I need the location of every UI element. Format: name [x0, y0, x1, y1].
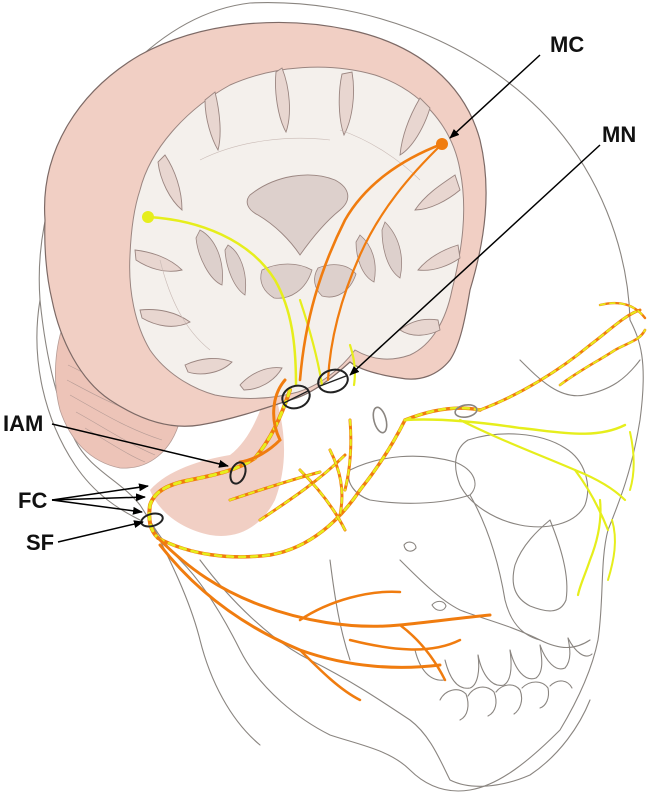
sensory-branch-face-3 — [573, 468, 610, 532]
mixed-branch-forehead-3-dash — [599, 302, 646, 319]
nerve-loop — [238, 378, 287, 464]
branch-mid-1-dash — [229, 471, 321, 501]
cranium-outline — [38, 2, 644, 792]
motor-tract — [298, 142, 444, 382]
occipital-contour — [36, 299, 141, 521]
leader-sf — [57, 520, 144, 543]
brainstem — [150, 380, 285, 536]
maxilla-lower — [399, 559, 591, 649]
label-leaders — [51, 54, 601, 543]
label-mn: MN — [602, 122, 636, 147]
sensory-branch-face-2 — [458, 418, 627, 502]
branch-upper-4-dash — [344, 419, 352, 491]
sensory-branch-face-1 — [403, 418, 627, 435]
motor-cortex-dot — [436, 138, 448, 150]
orbit-outline — [455, 433, 589, 528]
motor-branch-lower-6 — [398, 623, 447, 682]
motor-branch-lower-1 — [156, 536, 492, 628]
sensory-branch-face-4 — [576, 498, 602, 597]
maxilla-contour — [469, 494, 541, 641]
motor-tract-2 — [326, 142, 444, 382]
leader-fc-2 — [51, 493, 146, 502]
label-sf: SF — [26, 530, 54, 555]
mixed-branch-forehead-2-dash — [559, 329, 646, 386]
mandible-ramus — [329, 559, 351, 661]
cortical-gyri — [134, 67, 461, 391]
small-grey-rings — [372, 403, 478, 434]
mixed-branch-anterior-dash — [156, 406, 482, 559]
motor-branch-lower-5 — [298, 590, 402, 622]
label-iam: IAM — [3, 411, 43, 436]
sensory-origin-dot — [142, 211, 154, 223]
brain — [43, 21, 487, 536]
sf-ring — [140, 512, 164, 528]
sensory-tract-3 — [348, 343, 357, 387]
ring-orbital — [454, 403, 478, 419]
sensory-branch-face-5 — [607, 519, 616, 581]
label-mc: MC — [550, 32, 584, 57]
motor-nucleus-ring-left — [281, 384, 311, 410]
sensory-branch-face-6 — [629, 431, 635, 491]
branch-upper-2-dash — [299, 469, 346, 531]
lateral-ventricle — [246, 174, 349, 256]
branch-upper-2 — [298, 468, 347, 532]
mandible-outline — [199, 559, 591, 787]
leader-fc-1 — [51, 483, 149, 501]
motor-nucleus-ring-right — [317, 368, 349, 394]
ring-temporal — [372, 406, 388, 434]
branch-upper-3-dash — [329, 449, 343, 516]
motor-branch-lower-4 — [348, 638, 462, 651]
temporal-line — [519, 359, 641, 397]
motor-branch-lower-3 — [298, 648, 362, 702]
skull-outline — [36, 2, 644, 792]
leader-fc-3 — [51, 499, 143, 515]
sensory-tract — [146, 215, 298, 387]
leader-mc — [449, 54, 541, 139]
iam-ring — [229, 461, 247, 485]
label-fc: FC — [18, 488, 47, 513]
mental-foramen — [431, 600, 447, 611]
leader-mn — [349, 144, 601, 376]
infraorbital-notch — [403, 541, 417, 552]
lower-teeth — [439, 680, 573, 721]
nasal-cavity — [512, 519, 568, 612]
upper-teeth — [414, 637, 593, 689]
mixed-branch-forehead-dash — [479, 309, 641, 411]
leader-iam — [51, 423, 229, 468]
